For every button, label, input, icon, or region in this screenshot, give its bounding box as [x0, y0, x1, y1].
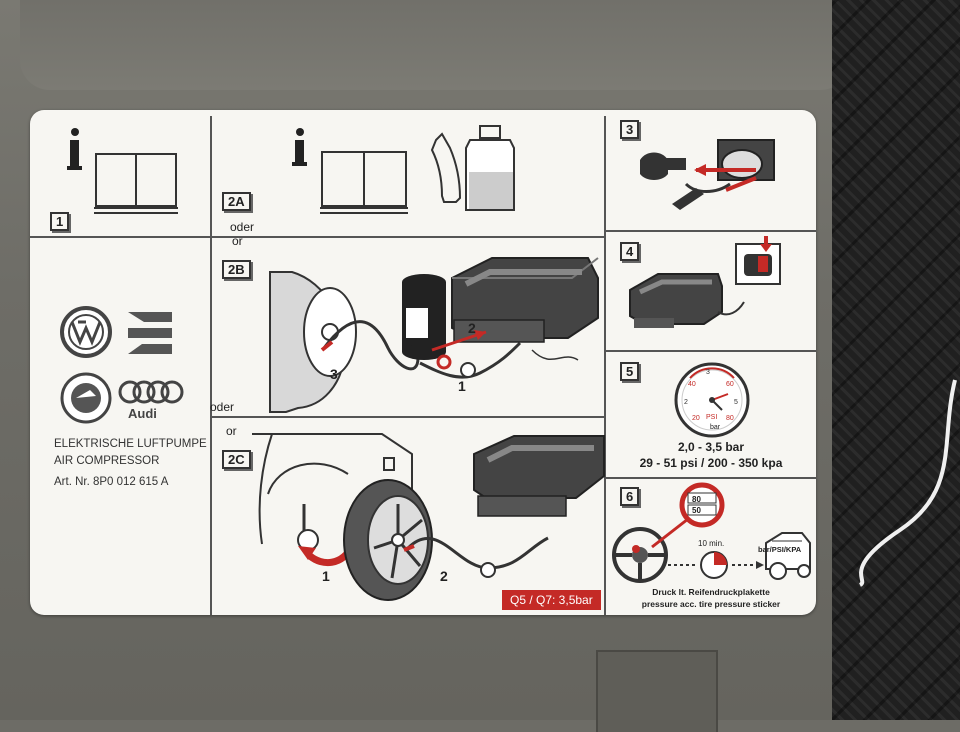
or-text: or	[232, 234, 243, 248]
step-number: 3	[620, 120, 640, 139]
step-6-panel: 6 80 50 10 min. bar/PSI/KPA	[606, 479, 816, 615]
step-1-panel: 1	[30, 110, 210, 236]
switch-on-illustration	[629, 236, 781, 328]
sign-top-value: 80	[692, 495, 701, 504]
divider	[30, 236, 210, 238]
socket-plug-illustration	[640, 139, 775, 210]
step-5-panel: 5 3 40 60 2 5 20 80 bar PSI 2,0 - 3,5 ba…	[606, 352, 816, 477]
case-latch	[596, 650, 718, 732]
gauge-unit-psi: PSI	[706, 414, 718, 421]
step-number: 2C	[222, 450, 251, 469]
callout-2: 2	[468, 320, 476, 336]
instruction-label: 1 2A oder or 2B	[30, 110, 816, 615]
article-number: Art. Nr. 8P0 012 615 A	[54, 476, 169, 488]
info-manual-icon	[67, 128, 178, 214]
note-en: pressure acc. tire pressure sticker	[641, 599, 781, 609]
audi-wordmark: Audi	[128, 406, 157, 421]
svg-text:2: 2	[684, 399, 688, 406]
brands-panel: Audi ELEKTRISCHE LUFTPUMPE AIR COMPRESSO…	[30, 238, 210, 615]
tire-pressure-sticker-illustration	[612, 482, 811, 583]
car-wheel-compressor-illustration	[252, 433, 605, 601]
sticker-units: bar/PSI/KPA	[758, 545, 802, 554]
step-2a-panel: 2A oder	[212, 110, 604, 236]
range-bar: 2,0 - 3,5 bar	[677, 440, 745, 454]
step-number: 6	[620, 487, 640, 506]
divider	[210, 116, 212, 615]
divider	[604, 116, 606, 615]
callout-2: 2	[440, 568, 448, 584]
product-name-de: ELEKTRISCHE LUFTPUMPE	[54, 438, 207, 450]
callout-1: 1	[322, 568, 330, 584]
step-number: 2A	[222, 192, 251, 211]
divider	[606, 350, 816, 352]
or-text: or	[226, 424, 237, 438]
step-4-panel: 4	[606, 232, 816, 350]
step-3-panel: 3	[606, 110, 816, 230]
info-manual-sealant-icon	[292, 125, 515, 214]
svg-text:20: 20	[692, 415, 700, 422]
svg-text:40: 40	[688, 381, 696, 388]
svg-text:60: 60	[726, 381, 734, 388]
callout-1: 1	[458, 378, 466, 394]
note-de: Druck lt. Reifendruckplakette	[652, 587, 770, 597]
pressure-gauge-icon: 3 40 60 2 5 20 80	[674, 362, 750, 438]
sign-bottom-value: 50	[692, 506, 701, 515]
svg-text:5: 5	[734, 399, 738, 406]
pressure-note-badge: Q5 / Q7: 3,5bar	[502, 590, 601, 610]
range-psi: 29 - 51 psi / 200 - 350 kpa	[639, 456, 783, 470]
svg-text:3: 3	[706, 369, 710, 376]
sealant-compressor-illustration	[269, 257, 599, 413]
car-seat-fabric	[832, 0, 960, 720]
step-2c-panel: or 2C 1 2 Q5	[212, 418, 605, 615]
gauge-unit-bar: bar	[710, 424, 721, 431]
callout-3: 3	[330, 366, 338, 382]
divider	[606, 477, 816, 479]
brand-logos	[60, 306, 184, 424]
white-cable	[858, 379, 957, 587]
step-2b-panel: or 2B 3	[210, 234, 604, 416]
step-number: 5	[620, 362, 640, 381]
oder-text: oder	[210, 400, 235, 414]
oder-text: oder	[230, 220, 255, 234]
case-rim	[20, 0, 850, 90]
divider	[212, 416, 604, 418]
step-number: 2B	[222, 260, 251, 279]
svg-text:80: 80	[726, 415, 734, 422]
step-number: 1	[50, 212, 70, 231]
product-name-en: AIR COMPRESSOR	[54, 455, 160, 467]
divider	[606, 230, 816, 232]
divider	[212, 236, 604, 238]
step-number: 4	[620, 242, 640, 261]
wait-time: 10 min.	[698, 539, 725, 548]
